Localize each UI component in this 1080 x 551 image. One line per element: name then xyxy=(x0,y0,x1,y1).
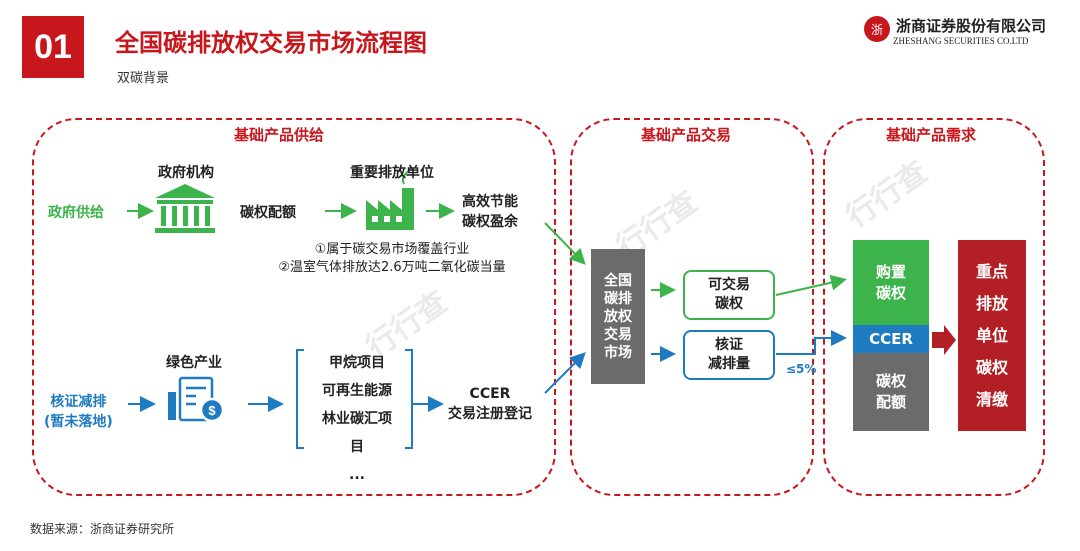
arrow-icon xyxy=(775,274,847,296)
gov-agency-label: 政府机构 xyxy=(158,165,214,181)
arrow-icon xyxy=(776,330,847,355)
project-list: 甲烷项目 可再生能源 林业碳汇项目 ... xyxy=(318,349,396,489)
money-building-icon xyxy=(168,376,225,423)
page-title: 全国碳排放权交易市场流程图 xyxy=(115,29,427,57)
company-name-cn: 浙商证券股份有限公司 xyxy=(896,17,1047,35)
arrow-icon xyxy=(544,222,586,265)
compliance-target-block: 重点 排放 单位 碳权 清缴 xyxy=(958,240,1026,431)
data-source: 数据来源：浙商证券研究所 xyxy=(30,522,175,536)
list-item: 甲烷项目 xyxy=(329,355,385,371)
buy-allowance-block: 购置碳权 xyxy=(853,240,929,325)
surplus-label: 高效节能 碳权盈余 xyxy=(462,194,518,230)
trade-region xyxy=(570,118,814,496)
page-subtitle: 双碳背景 xyxy=(117,71,170,86)
company-name-en: ZHESHANG SECURITIES CO.LTD xyxy=(893,36,1029,46)
tradable-allowance-box: 可交易碳权 xyxy=(683,270,775,320)
ccer-registration-label: CCER 交易注册登记 xyxy=(448,386,532,422)
national-market-box: 全国碳排放权交易市场 xyxy=(591,249,645,384)
list-item: ... xyxy=(349,467,365,483)
company-logo-icon: 浙 xyxy=(864,16,890,42)
bank-icon xyxy=(155,184,215,233)
trade-section-title: 基础产品交易 xyxy=(637,124,736,145)
allowance-label: 碳权配额 xyxy=(240,205,296,221)
green-industry-label: 绿色产业 xyxy=(166,355,222,371)
offset-limit-label: ≤5% xyxy=(786,362,817,376)
svg-text:$: $ xyxy=(208,403,216,418)
ccer-block: CCER xyxy=(853,325,929,353)
demand-region xyxy=(823,118,1045,496)
gov-supply-label: 政府供给 xyxy=(48,205,104,221)
section-number-badge: 01 xyxy=(22,16,84,78)
arrow-icon xyxy=(544,352,586,394)
supply-region xyxy=(32,118,556,496)
ccer-supply-label: 核证减排 (暂未落地) xyxy=(44,394,113,430)
quota-block: 碳权配额 xyxy=(853,353,929,431)
bracket-icon xyxy=(405,349,413,449)
key-unit-label: 重要排放单位 xyxy=(350,165,434,181)
factory-icon xyxy=(366,167,414,230)
bracket-icon xyxy=(296,349,304,449)
list-item: 可再生能源 xyxy=(322,383,392,399)
list-item: 林业碳汇项目 xyxy=(322,411,392,455)
arrow-icon xyxy=(932,325,956,355)
verified-reduction-box: 核证减排量 xyxy=(683,330,775,380)
demand-section-title: 基础产品需求 xyxy=(882,124,981,145)
coverage-note: ①属于碳交易市场覆盖行业 ②温室气体排放达2.6万吨二氧化碳当量 xyxy=(278,242,506,275)
supply-section-title: 基础产品供给 xyxy=(230,124,329,145)
